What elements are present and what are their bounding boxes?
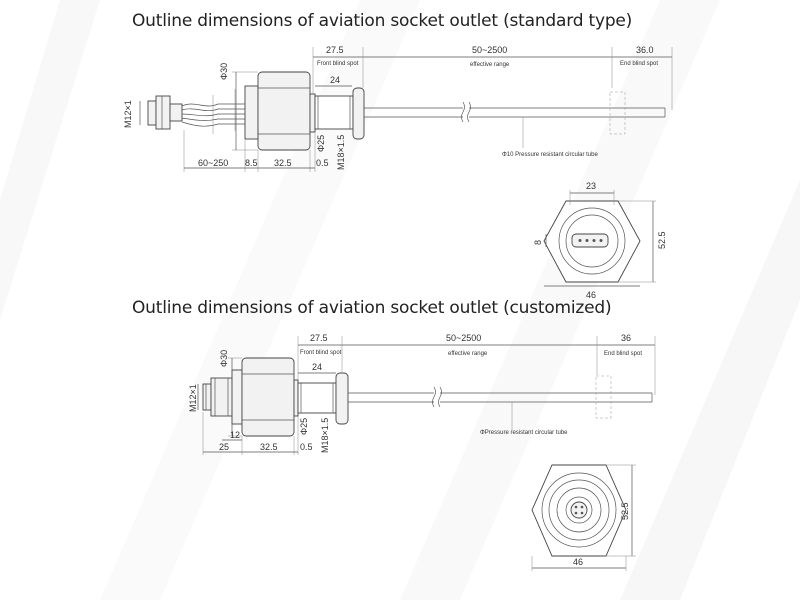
standard-front-blind-label: Front blind spot <box>317 61 359 67</box>
customized-end-view: 52.5 46 <box>531 464 636 571</box>
customized-flange <box>335 372 349 425</box>
customized-dim-12: 12 <box>230 430 240 440</box>
standard-end-blind-label: End blind spot <box>620 61 658 67</box>
standard-end-view: 23 52.5 8 46 <box>533 181 667 300</box>
standard-flange <box>352 87 365 140</box>
standard-tube-label: Φ10 Pressure resistant circular tube <box>502 152 598 158</box>
customized-top-dimensions: 27.5 50~2500 36 Front blind spot effecti… <box>297 333 656 395</box>
customized-tube-label: ΦPressure resistant circular tube <box>480 430 568 436</box>
standard-wires <box>181 89 258 134</box>
customized-front-blind-label: Front blind spot <box>300 350 342 356</box>
customized-m18: M18×1.5 <box>320 418 330 453</box>
standard-dim-24: 24 <box>330 75 340 85</box>
standard-dim-05: 0.5 <box>316 158 329 168</box>
customized-thread-body: 24 <box>297 362 337 414</box>
standard-dia30: Φ30 <box>219 63 229 80</box>
title-customized: Outline dimensions of aviation socket ou… <box>132 298 612 318</box>
standard-end-dim-pin: 8 <box>533 240 543 245</box>
customized-dim-end: 36 <box>621 333 631 343</box>
customized-vertical-dims: Φ30 M12×1 Φ25 M18×1.5 <box>188 350 330 453</box>
standard-bottom-dims: 60~250 8.5 32.5 0.5 Φ10 Pressure resista… <box>183 130 598 172</box>
standard-dim-end: 36.0 <box>636 45 654 55</box>
standard-end-dim-side: 52.5 <box>657 231 667 249</box>
standard-top-dimensions: 27.5 50~2500 36.0 Front blind spot effec… <box>312 45 673 110</box>
customized-dim-range: 50~2500 <box>446 333 481 343</box>
customized-aviation-plug <box>202 377 233 417</box>
customized-dia30: Φ30 <box>219 350 229 367</box>
customized-dim-325: 32.5 <box>260 442 278 452</box>
customized-dim-25: 25 <box>219 442 229 452</box>
standard-probe-tube <box>364 91 666 148</box>
customized-end-blind-label: End blind spot <box>604 351 642 357</box>
standard-m12: M12×1 <box>123 100 133 128</box>
customized-dim-24: 24 <box>312 362 322 372</box>
customized-bottom-dims: 12 25 32.5 0.5 ΦPressure resistant circu… <box>202 412 568 455</box>
standard-aviation-plug <box>147 95 183 130</box>
standard-dia25: Φ25 <box>316 135 326 152</box>
standard-vertical-dims: Φ30 M12×1 Φ25 M18×1.5 <box>123 63 346 170</box>
standard-dim-85: 8.5 <box>245 158 258 168</box>
customized-dim-05: 0.5 <box>300 442 313 452</box>
title-standard: Outline dimensions of aviation socket ou… <box>132 11 633 31</box>
standard-m18: M18×1.5 <box>336 135 346 170</box>
customized-dim-front: 27.5 <box>310 333 328 343</box>
customized-hex-nut <box>231 357 299 437</box>
standard-dim-cable: 60~250 <box>198 158 228 168</box>
standard-dim-range: 50~2500 <box>472 45 507 55</box>
standard-hex-nut <box>244 71 316 151</box>
customized-end-dim-bottom: 46 <box>573 557 583 567</box>
customized-m12: M12×1 <box>188 384 198 412</box>
customized-probe-tube <box>348 375 653 430</box>
standard-end-dim-top: 23 <box>586 181 596 191</box>
customized-end-dim-side: 52.5 <box>620 502 630 520</box>
standard-effective-range-label: effective range <box>470 62 510 68</box>
customized-dia25: Φ25 <box>299 418 309 435</box>
standard-end-dim-bottom: 46 <box>586 290 596 300</box>
standard-dim-325: 32.5 <box>274 158 292 168</box>
customized-effective-range-label: effective range <box>448 351 488 357</box>
standard-dim-front: 27.5 <box>326 45 344 55</box>
standard-thread-body: 24 <box>314 75 354 130</box>
